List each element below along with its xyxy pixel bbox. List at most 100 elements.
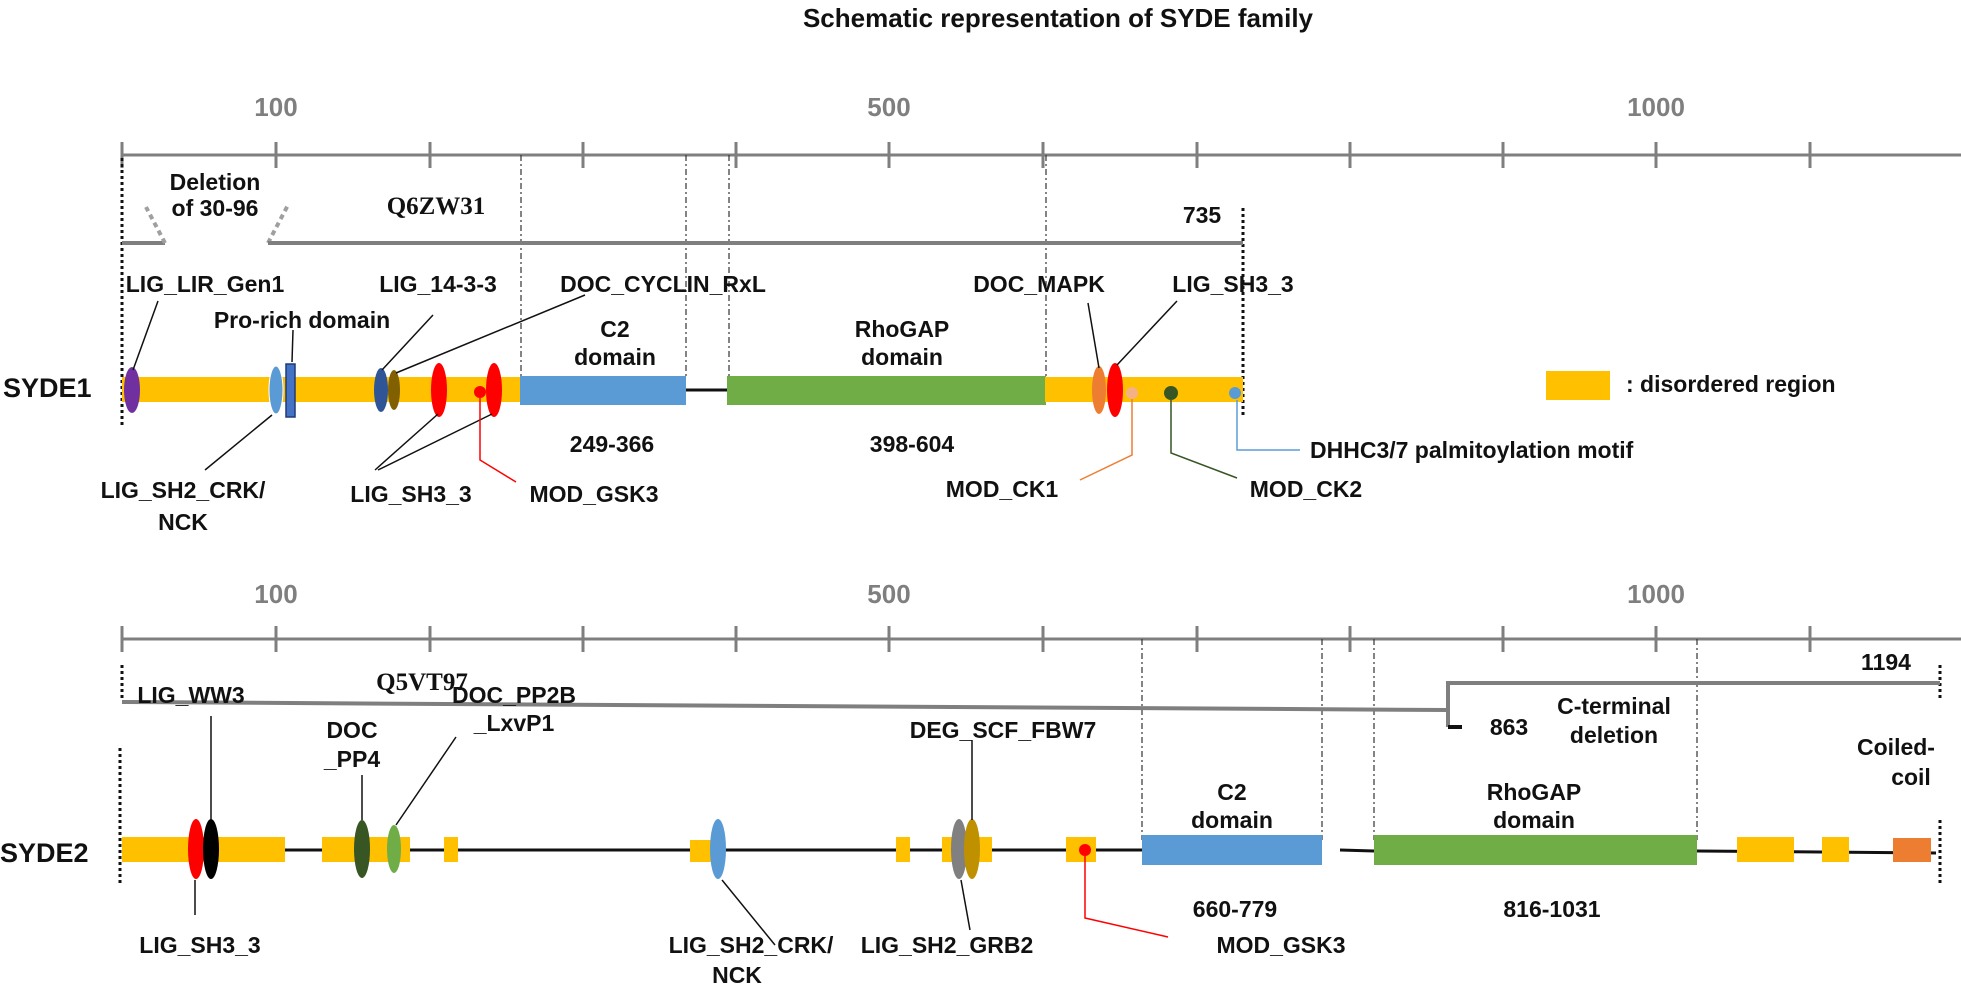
syde2-tick-500: 500 [867,579,910,609]
syde2-isoform-end: 1194 [1861,649,1911,675]
syde2-lig-sh3-3-marker [188,819,204,879]
syde2-coiled-coil [1893,838,1931,862]
syde1-dhhc-label: DHHC3/7 palmitoylation motif [1310,437,1634,463]
syde1-rhogap-label-line1: RhoGAP [855,316,950,342]
syde2-ruler [120,626,1961,652]
syde1-doc-cyclin-label: DOC_CYCLIN_RxL [560,271,766,297]
syde1-leader-lines [132,294,1178,471]
syde1-pro-rich-domain [285,363,296,418]
syde1-doc-cyclin-marker [388,370,400,410]
syde1-rhogap-range: 398-604 [870,431,955,457]
syde2-disordered-3 [444,837,458,862]
syde1-c2-range: 249-366 [570,431,654,457]
syde1-tick-500: 500 [867,92,910,122]
syde1-mod-gsk3-leader [479,398,517,483]
syde1-c2-domain [520,376,686,405]
syde2-disordered-9 [1822,837,1849,862]
syde1-lig-sh2-crk-marker [268,365,284,415]
syde1-rhogap-label-line2: domain [861,344,943,370]
syde2-doc-pp4-label-line1: DOC [326,717,377,743]
syde2-rhogap-domain [1374,835,1697,865]
syde2-lig-ww3-marker [203,819,219,879]
syde2-c-term-label-line2: deletion [1570,722,1658,748]
syde1-isoform-line [122,204,1243,245]
syde1-mod-ck1-marker [1126,387,1138,399]
syde2-tick-1000: 1000 [1627,579,1685,609]
syde2-lig-sh3-3-label: LIG_SH3_3 [139,932,260,958]
syde2-c2-label-line2: domain [1191,807,1273,833]
syde1-c2-label-line1: C2 [600,316,629,342]
syde2-lig-sh2-crk-label-line2: NCK [712,962,762,988]
syde1-lig-sh2-crk-label-line1: LIG_SH2_CRK/ [101,477,266,503]
syde2-doc-pp2b-label-line2: _LxvP1 [473,710,555,736]
syde1-ruler [120,142,1961,168]
syde2-lig-sh2-grb2-label: LIG_SH2_GRB2 [861,932,1034,958]
syde2-guide-lines [1141,639,1698,840]
syde1-mod-gsk3-marker [474,386,486,398]
syde1-accession: Q6ZW31 [387,193,486,220]
syde2-doc-pp2b-marker [387,825,401,873]
syde2-backbone-2 [1339,848,1375,853]
syde1-doc-mapk-label: DOC_MAPK [973,271,1105,297]
syde1-lig-sh3-3-bottom-label: LIG_SH3_3 [350,481,471,507]
syde2-disordered-5 [896,837,910,862]
syde1-lig-14-3-3-marker [374,368,388,412]
syde2-isoform-lines [121,681,1940,727]
syde1-lig-lir-gen1-marker [124,367,140,413]
syde2-lig-sh2-crk-label-line1: LIG_SH2_CRK/ [669,932,834,958]
syde2-doc-pp4-marker [354,820,370,878]
syde1-rhogap-domain [727,376,1046,405]
syde2-deg-scf-label: DEG_SCF_FBW7 [910,717,1097,743]
syde1-lig-sh3-3-top-marker [1107,363,1123,417]
syde1-mod-ck2-leader [1170,400,1238,479]
syde2-rhogap-range: 816-1031 [1503,896,1600,922]
syde2-c2-label-line1: C2 [1217,779,1246,805]
syde1-lig-sh3-3-marker-1 [431,363,447,417]
syde2-deg-scf-marker [964,819,980,879]
diagram-title: Schematic representation of SYDE family [803,3,1314,33]
syde2-c2-domain [1142,835,1322,865]
syde1-dhhc-marker [1227,385,1243,401]
syde2-name: SYDE2 [0,838,89,868]
syde2-mod-gsk3-marker [1079,844,1091,856]
syde2-lig-ww3-label: LIG_WW3 [137,682,244,708]
syde2-tick-100: 100 [254,579,297,609]
syde1-tick-1000: 1000 [1627,92,1685,122]
syde1-doc-mapk-marker [1092,366,1106,414]
syde2-rhogap-label-line2: domain [1493,807,1575,833]
syde1-mod-ck2-marker [1164,386,1178,400]
syde2-mod-gsk3-label: MOD_GSK3 [1216,932,1345,958]
syde2-coiled-label-line1: Coiled- [1857,734,1935,760]
syde1-guide-lines [520,155,1047,378]
syde2-disordered-8 [1737,837,1794,862]
syde2-c2-range: 660-779 [1193,896,1277,922]
syde2-doc-pp2b-label-line1: DOC_PP2B [452,682,576,708]
syde2-lig-sh2-crk-marker [710,819,726,879]
syde1-lig-lir-gen1-label: LIG_LIR_Gen1 [126,271,285,297]
syde1-lig-14-3-3-label: LIG_14-3-3 [379,271,497,297]
syde1-deletion-label-line2: of 30-96 [172,195,259,221]
syde1-isoform-end: 735 [1183,202,1222,228]
syde1-disordered-region-2 [1045,377,1243,402]
syde1-lig-sh2-crk-label-line2: NCK [158,509,208,535]
syde1-c2-label-line2: domain [574,344,656,370]
syde1-dhhc-leader [1236,400,1300,451]
syde2-rhogap-label-line1: RhoGAP [1487,779,1582,805]
syde2-deletion-pos: 863 [1490,714,1528,740]
legend-disordered-label: : disordered region [1626,371,1836,397]
syde2-doc-pp4-label-line2: _PP4 [323,746,380,772]
syde1-pro-rich-label: Pro-rich domain [214,307,390,333]
syde1-lig-sh3-3-top-label: LIG_SH3_3 [1172,271,1293,297]
syde1-name: SYDE1 [3,373,92,403]
syde2-lig-sh2-grb2-marker [951,819,967,879]
syde2-accession: Q5VT97 [376,669,468,696]
syde1-mod-ck1-leader [1079,399,1133,481]
syde2-leader-lines [194,716,973,946]
syde2-coiled-label-line2: coil [1891,764,1931,790]
syde1-mod-ck1-label: MOD_CK1 [946,476,1059,502]
syde1-tick-100: 100 [254,92,297,122]
syde1-disordered-region-1 [122,377,520,402]
syde1-mod-ck2-label: MOD_CK2 [1250,476,1362,502]
syde1-mod-gsk3-label: MOD_GSK3 [529,481,658,507]
